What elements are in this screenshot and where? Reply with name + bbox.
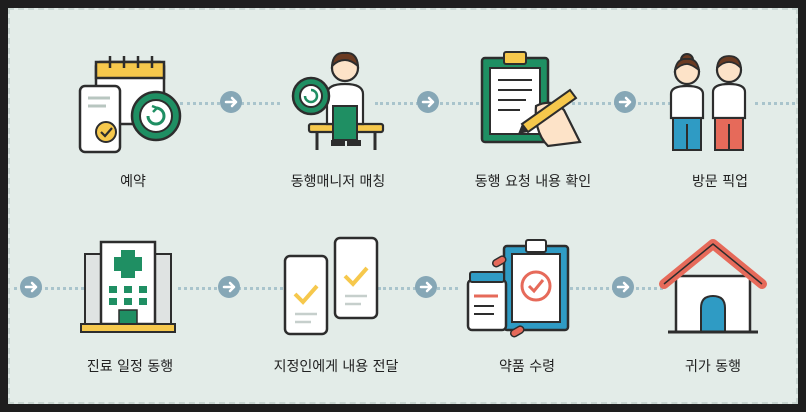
step-label: 진료 일정 동행 [45, 356, 215, 376]
two-people-icon [635, 46, 805, 156]
calendar-phone-icon [48, 46, 218, 156]
arrow-right-icon [220, 91, 242, 113]
process-panel: 예약 동행매니저 매칭 [8, 8, 798, 404]
step-label: 약품 수령 [442, 356, 612, 376]
house-icon [628, 232, 798, 342]
hospital-building-icon [45, 232, 215, 342]
arrow-right-icon [218, 276, 240, 298]
arrow-right-icon [20, 276, 42, 298]
phones-checkmark-icon [251, 232, 421, 342]
step-label: 예약 [48, 171, 218, 191]
manager-on-bench-icon [253, 46, 423, 156]
step-label: 동행매니저 매칭 [253, 171, 423, 191]
step-label: 지정인에게 내용 전달 [251, 356, 421, 376]
medicine-clipboard-icon [442, 232, 612, 342]
step-label: 방문 픽업 [635, 171, 805, 191]
step-label: 동행 요청 내용 확인 [448, 171, 618, 191]
clipboard-writing-icon [448, 46, 618, 156]
step-label: 귀가 동행 [628, 356, 798, 376]
